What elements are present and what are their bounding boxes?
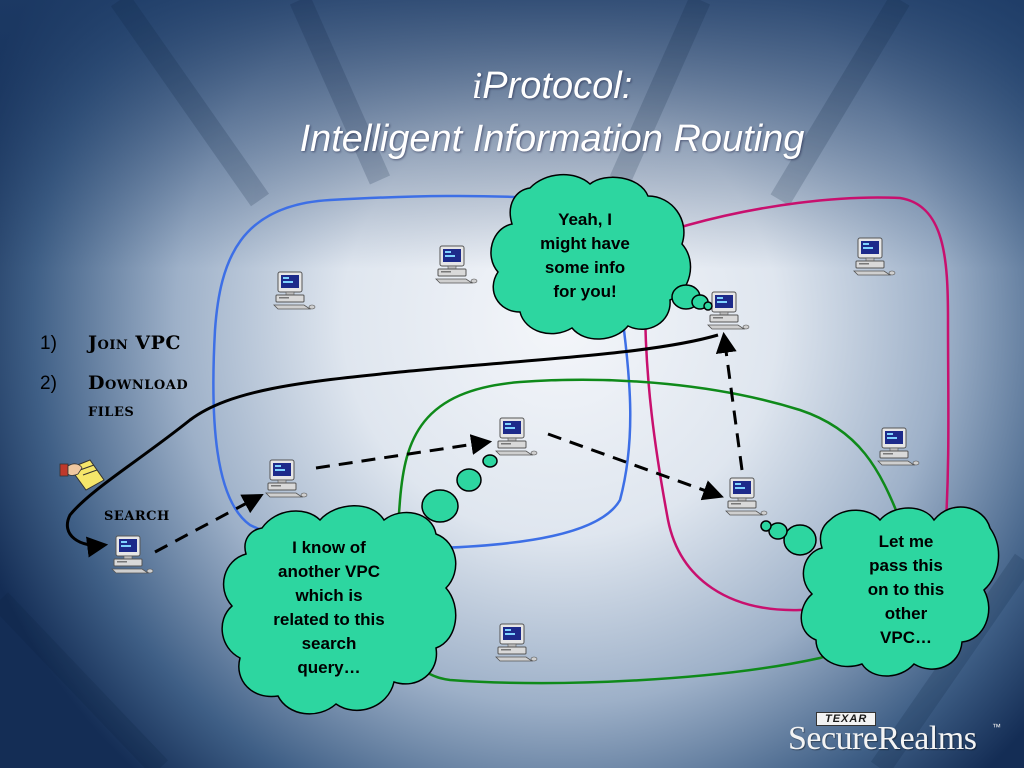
bubble-right-line: other <box>884 604 928 623</box>
bubble-top-line: for you! <box>553 282 617 301</box>
computer-icon-8 <box>725 477 768 516</box>
search-arrow-1 <box>154 494 264 554</box>
bubble-top-text: Yeah, I might have some info for you! <box>520 208 650 304</box>
search-arrow-2 <box>315 434 493 470</box>
computer-icon-3 <box>707 291 750 330</box>
bubble-left-line: which is <box>295 586 363 605</box>
bubble-left-line: I know of <box>292 538 366 557</box>
bubble-top-line: some info <box>544 258 626 277</box>
computer-icon-1 <box>273 271 316 310</box>
bubble-top-line: Yeah, I <box>558 210 612 229</box>
bubble-right-text: Let me pass this on to this other VPC… <box>836 530 976 650</box>
logo-badge: TEXAR <box>816 712 877 726</box>
thought-bubble-right <box>760 506 1000 677</box>
computer-icon-10 <box>495 623 538 662</box>
bubble-left-line: search <box>301 634 357 653</box>
title-glyph: i <box>471 65 483 107</box>
thought-bubble-left <box>221 454 498 715</box>
securerealms-logo: TEXAR SecureRealms ™ <box>788 712 1008 760</box>
computer-icon-9 <box>111 535 154 574</box>
computer-icon-7 <box>265 459 308 498</box>
search-arrow-4 <box>715 331 744 471</box>
computer-icon-5 <box>877 427 920 466</box>
hand-holding-note-icon <box>59 459 105 491</box>
step-2-label: Download <box>88 372 189 394</box>
computer-icon-6 <box>495 417 538 456</box>
slide-title-line2: Intelligent Information Routing <box>299 118 805 160</box>
computer-icon-4 <box>853 237 896 276</box>
bubble-left-line: query… <box>297 658 361 677</box>
logo-trademark: ™ <box>992 722 1001 732</box>
title-protocol: Protocol: <box>482 65 633 107</box>
logo-name: SecureRealms <box>788 720 977 757</box>
thought-bubble-top <box>490 173 713 340</box>
step-2-label-line2: files <box>88 399 135 421</box>
bubble-right-line: pass this <box>869 556 943 575</box>
step-1-label: Join VPC <box>88 332 182 354</box>
slide-title-line1: iProtocol: <box>40 64 1024 108</box>
bubble-top-line: might have <box>540 234 630 253</box>
bubble-right-line: on to this <box>867 580 945 599</box>
bubble-right-line: Let me <box>878 532 934 551</box>
bubble-left-text: I know of another VPC which is related t… <box>254 536 404 680</box>
bubble-left-line: another VPC <box>277 562 381 581</box>
bubble-left-line: related to this <box>273 610 385 629</box>
computer-icon-2 <box>435 245 478 284</box>
step-1-number: 1) <box>40 333 57 354</box>
download-path <box>65 333 719 558</box>
step-2-number: 2) <box>40 373 57 394</box>
search-arrow-3 <box>547 432 724 501</box>
bubble-right-line: VPC… <box>880 628 932 647</box>
search-label: search <box>104 504 170 525</box>
